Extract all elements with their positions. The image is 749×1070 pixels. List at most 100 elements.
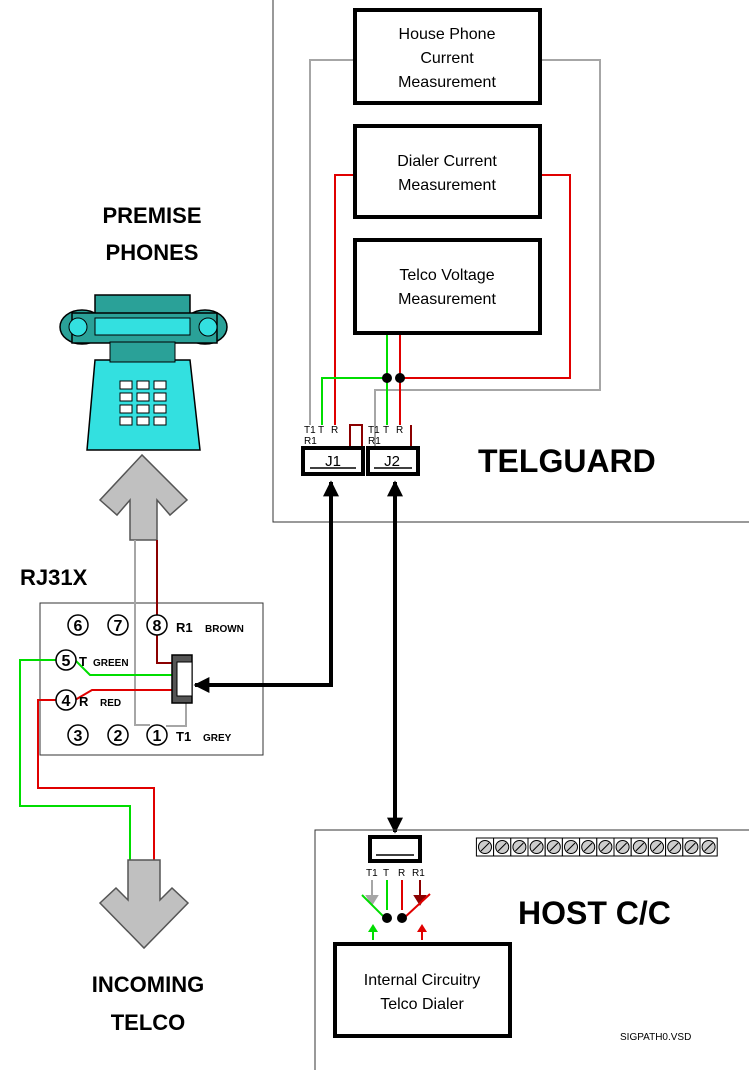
host-panel	[314, 829, 749, 1070]
red-wire-incoming	[37, 699, 155, 860]
terminal-screw	[544, 837, 563, 857]
premise-title-line-2: PHONES	[106, 240, 199, 265]
house-phone-line-2: Current	[420, 50, 474, 67]
green-wire-t	[74, 659, 172, 676]
cable-j1-to-rj31x	[193, 480, 339, 693]
green-switch	[361, 894, 386, 919]
rj31x-green-label: GREEN	[93, 658, 129, 669]
rj31x-pin-1: 1	[146, 724, 168, 746]
terminal-screw	[475, 837, 495, 857]
terminal-screw	[510, 837, 529, 857]
terminal-screw	[613, 837, 632, 857]
red-lead-arrow	[417, 924, 427, 932]
rj31x-grey-label: GREY	[203, 733, 232, 744]
junction-dot-green	[382, 373, 392, 383]
j2-pin-t: T	[383, 425, 389, 436]
brown-wire-j1	[349, 424, 363, 448]
rj31x-jack[interactable]	[171, 654, 193, 704]
svg-text:6: 6	[74, 618, 83, 635]
incoming-title-line-2: TELCO	[111, 1010, 186, 1035]
terminal-screw	[647, 837, 667, 857]
house-phone-line-1: House Phone	[399, 26, 496, 43]
host-junction-red	[397, 913, 407, 923]
svg-text:2: 2	[114, 728, 123, 745]
connector-j2[interactable]: J2	[366, 446, 420, 476]
rj31x-pin-5: 5	[55, 649, 77, 671]
svg-text:4: 4	[62, 693, 71, 710]
incoming-title-line-1: INCOMING	[92, 972, 204, 997]
j1-pin-t: T	[318, 425, 324, 436]
rj31x-t-label: T	[79, 654, 87, 669]
host-connector[interactable]	[368, 835, 422, 863]
host-junction-green	[382, 913, 392, 923]
green-lead-arrow	[368, 924, 378, 932]
rj31x-t1-label: T1	[176, 729, 191, 744]
svg-text:8: 8	[153, 618, 162, 635]
rj31x-pin-6: 6	[67, 614, 89, 636]
filename-label: SIGPATH0.VSD	[620, 1032, 691, 1043]
svg-text:7: 7	[114, 618, 123, 635]
terminal-screw	[579, 837, 598, 857]
terminal-screw	[630, 837, 649, 857]
dialer-line-1: Dialer Current	[397, 153, 497, 170]
dialer-current-box	[353, 124, 542, 219]
rj31x-r-label: R	[79, 694, 89, 709]
telephone-icon	[59, 294, 228, 451]
red-wire-dialer-left	[334, 174, 355, 425]
internal-circuitry-line-1: Internal Circuitry	[364, 972, 480, 989]
down-arrow-incoming-telco	[98, 859, 190, 950]
telco-voltage-line-1: Telco Voltage	[399, 267, 494, 284]
red-wire-dialer-right	[400, 174, 571, 379]
j2-pin-t1: T1	[368, 425, 380, 436]
j1-pin-r: R	[331, 425, 338, 436]
connector-j2-label: J2	[384, 453, 400, 470]
rj31x-pin-3: 3	[67, 724, 89, 746]
red-wire-r	[74, 689, 172, 701]
host-title: HOST C/C	[518, 895, 671, 931]
rj31x-pin-7: 7	[107, 614, 129, 636]
rj31x-r1-label: R1	[176, 620, 193, 635]
j2-pin-r: R	[396, 425, 403, 436]
terminal-screw	[527, 837, 546, 857]
brown-wire-r1	[156, 540, 172, 664]
terminal-screw	[493, 837, 512, 857]
host-wiring	[361, 880, 431, 940]
internal-circuitry-line-2: Telco Dialer	[380, 996, 464, 1013]
terminal-screw	[682, 837, 701, 857]
rj31x-wiring	[19, 540, 187, 860]
connector-j1-label: J1	[325, 453, 341, 470]
host-pin-r: R	[398, 868, 405, 879]
connector-j1[interactable]: J1	[301, 446, 365, 476]
svg-text:3: 3	[74, 728, 83, 745]
rj31x-pin-4: 4	[55, 689, 77, 711]
telco-voltage-line-2: Measurement	[398, 291, 496, 308]
telco-voltage-box	[353, 238, 542, 335]
premise-title-line-1: PREMISE	[102, 203, 201, 228]
rj31x-red-label: RED	[100, 698, 121, 709]
svg-text:5: 5	[62, 653, 71, 670]
telguard-title: TELGUARD	[478, 443, 656, 479]
junction-dot-red	[395, 373, 405, 383]
host-pin-t: T	[383, 868, 389, 879]
green-wire-incoming	[19, 659, 131, 860]
terminal-screw	[596, 837, 615, 857]
rj31x-pin-8: 8	[146, 614, 168, 636]
host-pin-r1: R1	[412, 868, 425, 879]
svg-text:1: 1	[153, 728, 162, 745]
green-wire-j1	[321, 377, 387, 425]
house-phone-line-3: Measurement	[398, 74, 496, 91]
house-phone-box	[353, 8, 542, 105]
j2-pin-r1: R1	[368, 436, 381, 447]
rj31x-pin-2: 2	[107, 724, 129, 746]
dialer-line-2: Measurement	[398, 177, 496, 194]
host-pin-t1: T1	[366, 868, 378, 879]
rj31x-title: RJ31X	[20, 565, 88, 590]
terminal-strip	[475, 837, 718, 857]
internal-circuitry-box	[333, 942, 512, 1038]
grey-wire-house-left	[309, 59, 355, 425]
grey-wire-house-right	[374, 59, 601, 425]
rj31x-brown-label: BROWN	[205, 624, 244, 635]
j1-pin-t1: T1	[304, 425, 316, 436]
terminal-screw	[665, 837, 684, 857]
